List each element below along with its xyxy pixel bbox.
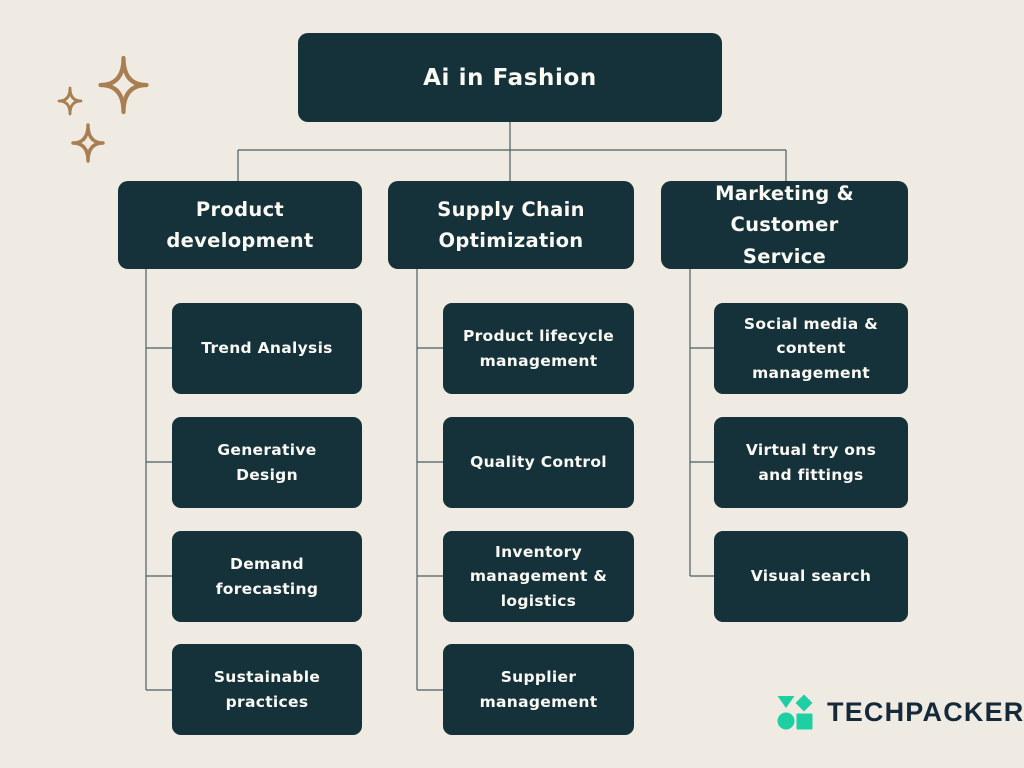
root-node-label: Ai in Fashion: [423, 64, 597, 91]
child-node-label: Virtual try ons and fittings: [745, 441, 877, 484]
child-node-label: Inventory management & logistics: [469, 543, 608, 610]
child-node-product-lifecycle-management: Product lifecycle management: [443, 303, 634, 394]
child-node-visual-search: Visual search: [714, 531, 908, 622]
child-node-trend-analysis: Trend Analysis: [172, 303, 362, 394]
branch-node-label: Marketing & Customer Service: [715, 182, 854, 268]
branch-node-label: Product development: [166, 197, 314, 252]
child-node-label: Sustainable practices: [213, 668, 321, 711]
child-node-quality-control: Quality Control: [443, 417, 634, 508]
child-node-label: Product lifecycle management: [462, 327, 615, 370]
child-node-label: Quality Control: [470, 453, 607, 472]
branch-node-supply-chain-optimization: Supply Chain Optimization: [388, 181, 634, 269]
child-node-label: Visual search: [750, 567, 872, 586]
child-node-generative-design: Generative Design: [172, 417, 362, 508]
root-node-ai-in-fashion: Ai in Fashion: [298, 33, 722, 122]
child-node-label: Social media & content management: [743, 315, 879, 382]
child-node-supplier-management: Supplier management: [443, 644, 634, 735]
sparkles-icon: [57, 55, 149, 163]
child-node-label: Supplier management: [479, 668, 598, 711]
branch-node-product-development: Product development: [118, 181, 362, 269]
branch-node-marketing-customer-service: Marketing & Customer Service: [661, 181, 908, 269]
child-node-label: Demand forecasting: [215, 555, 319, 598]
branch-node-label: Supply Chain Optimization: [437, 197, 585, 252]
techpacker-logo-icon: [777, 694, 813, 730]
child-node-virtual-try-ons-fittings: Virtual try ons and fittings: [714, 417, 908, 508]
child-node-demand-forecasting: Demand forecasting: [172, 531, 362, 622]
child-node-sustainable-practices: Sustainable practices: [172, 644, 362, 735]
child-node-inventory-management-logistics: Inventory management & logistics: [443, 531, 634, 622]
techpacker-logo-text: TECHPACKER: [827, 696, 1024, 727]
child-node-social-media-content-management: Social media & content management: [714, 303, 908, 394]
child-node-label: Generative Design: [217, 441, 317, 484]
child-node-label: Trend Analysis: [201, 339, 333, 358]
techpacker-logo: TECHPACKER: [777, 690, 1024, 734]
